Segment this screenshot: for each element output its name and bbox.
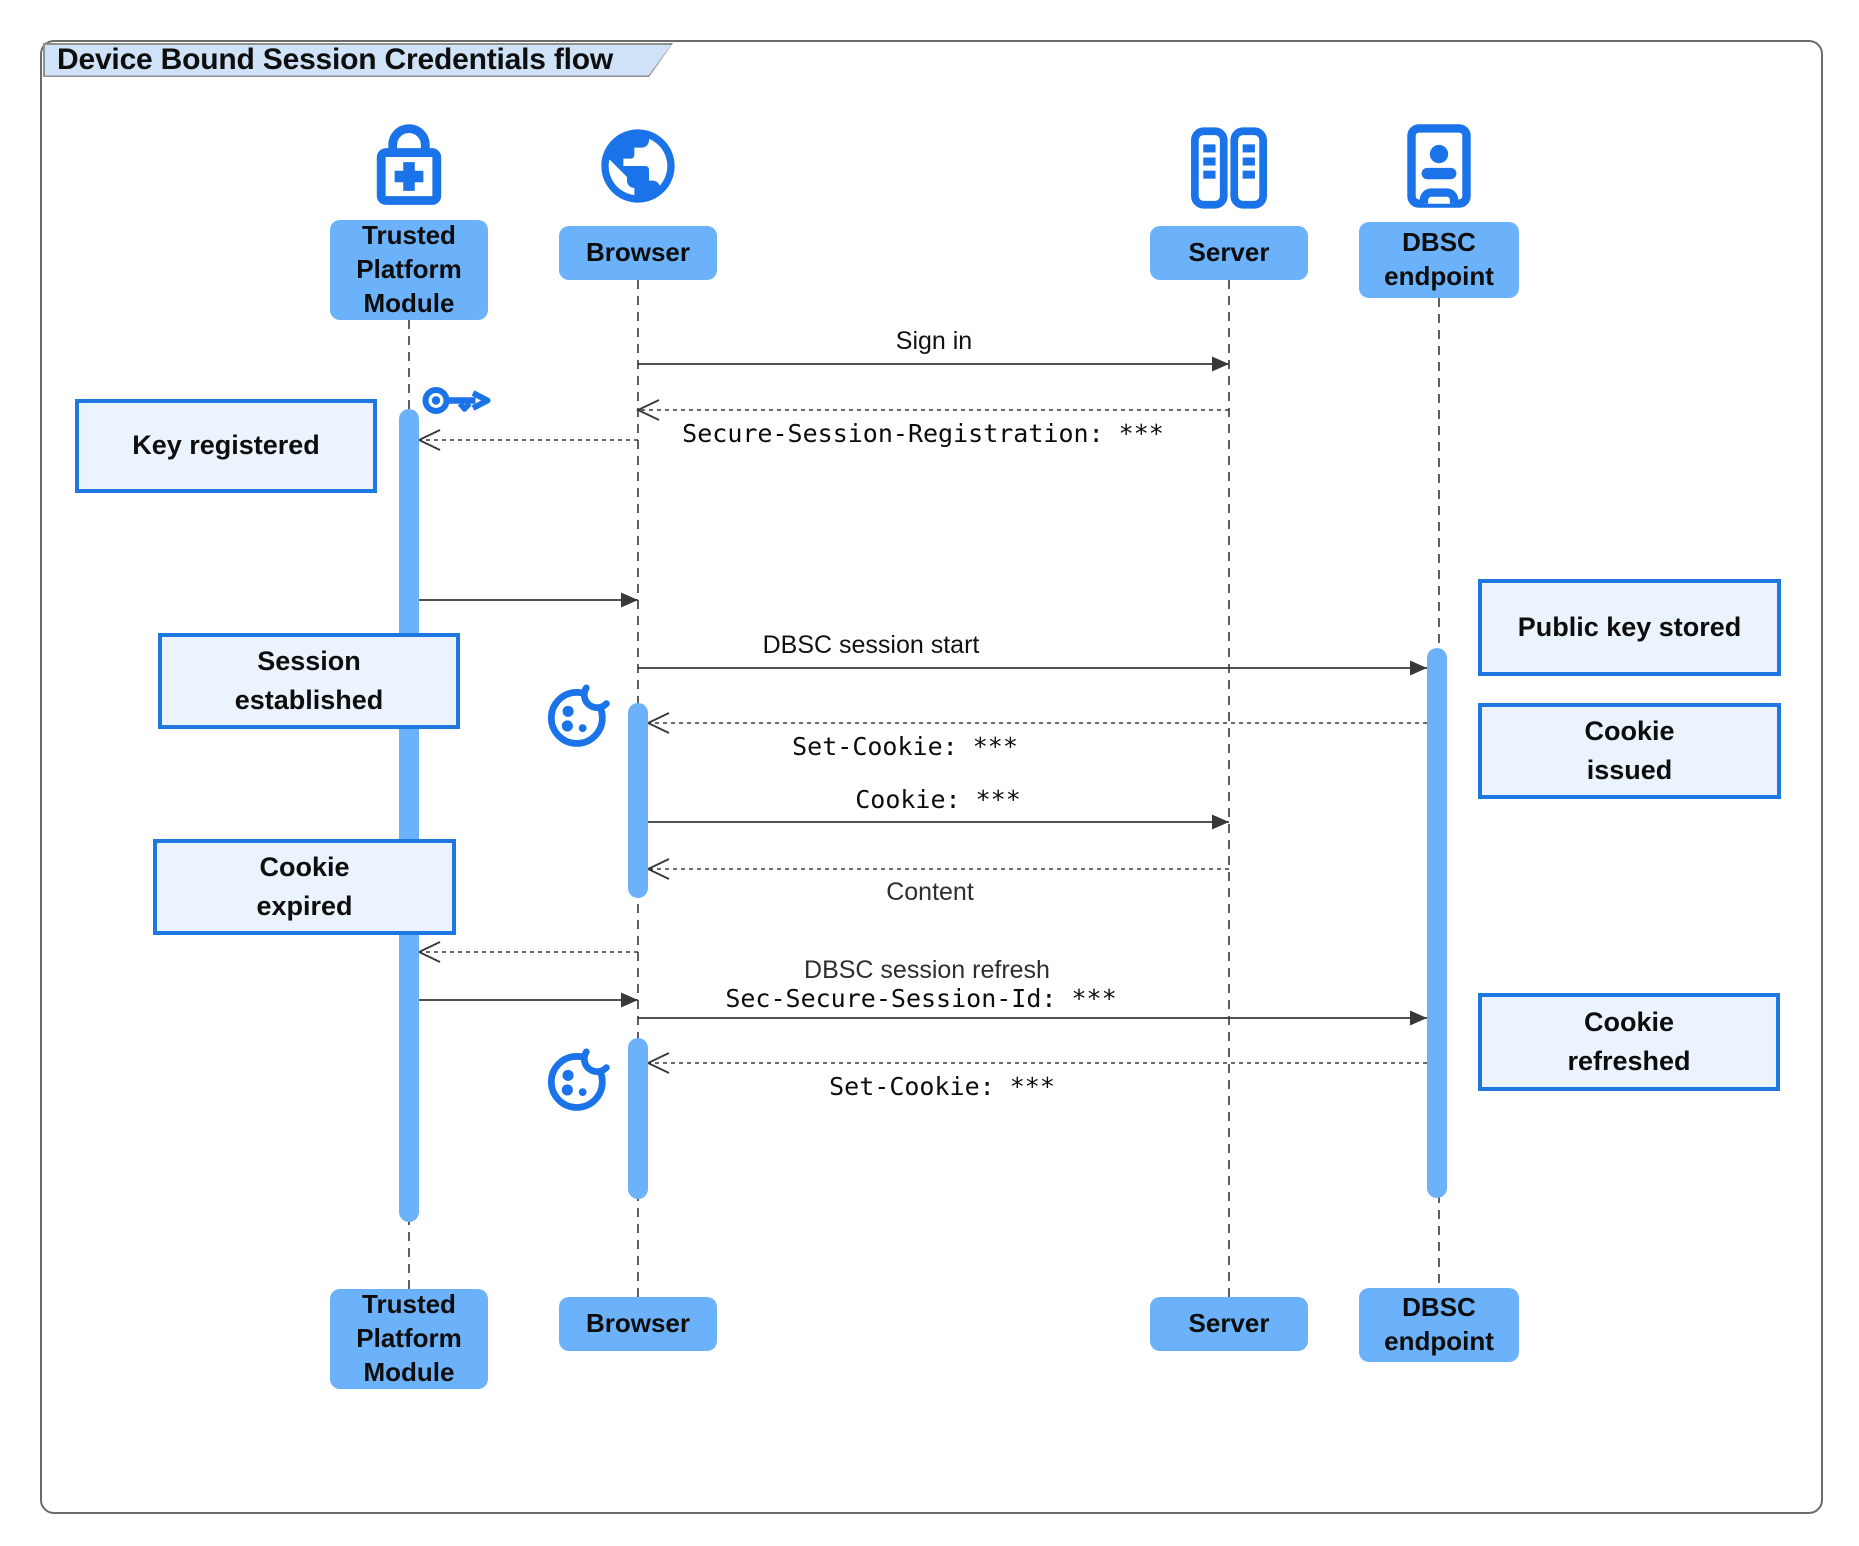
message-arrowhead: [621, 592, 638, 608]
message-arrowhead-open: [645, 712, 670, 734]
message-arrowhead-open: [416, 429, 441, 451]
message-arrowhead: [1410, 1010, 1427, 1026]
message-arrowhead: [621, 992, 638, 1008]
message-arrowhead: [1410, 660, 1427, 676]
message-arrowhead: [1212, 356, 1229, 372]
person-door-icon: [1407, 124, 1471, 208]
globe-icon: [601, 129, 675, 203]
server-icon: [1191, 127, 1267, 209]
cookie-icon: [547, 682, 611, 747]
lock-plus-icon: [376, 124, 442, 205]
message-arrowhead: [1212, 814, 1229, 830]
cookie-icon: [547, 1046, 611, 1111]
message-arrowhead-open: [635, 399, 660, 421]
message-arrowhead-open: [416, 941, 441, 963]
key-icon: [422, 387, 491, 414]
message-arrowhead-open: [645, 858, 670, 880]
message-arrowhead-open: [645, 1052, 670, 1074]
